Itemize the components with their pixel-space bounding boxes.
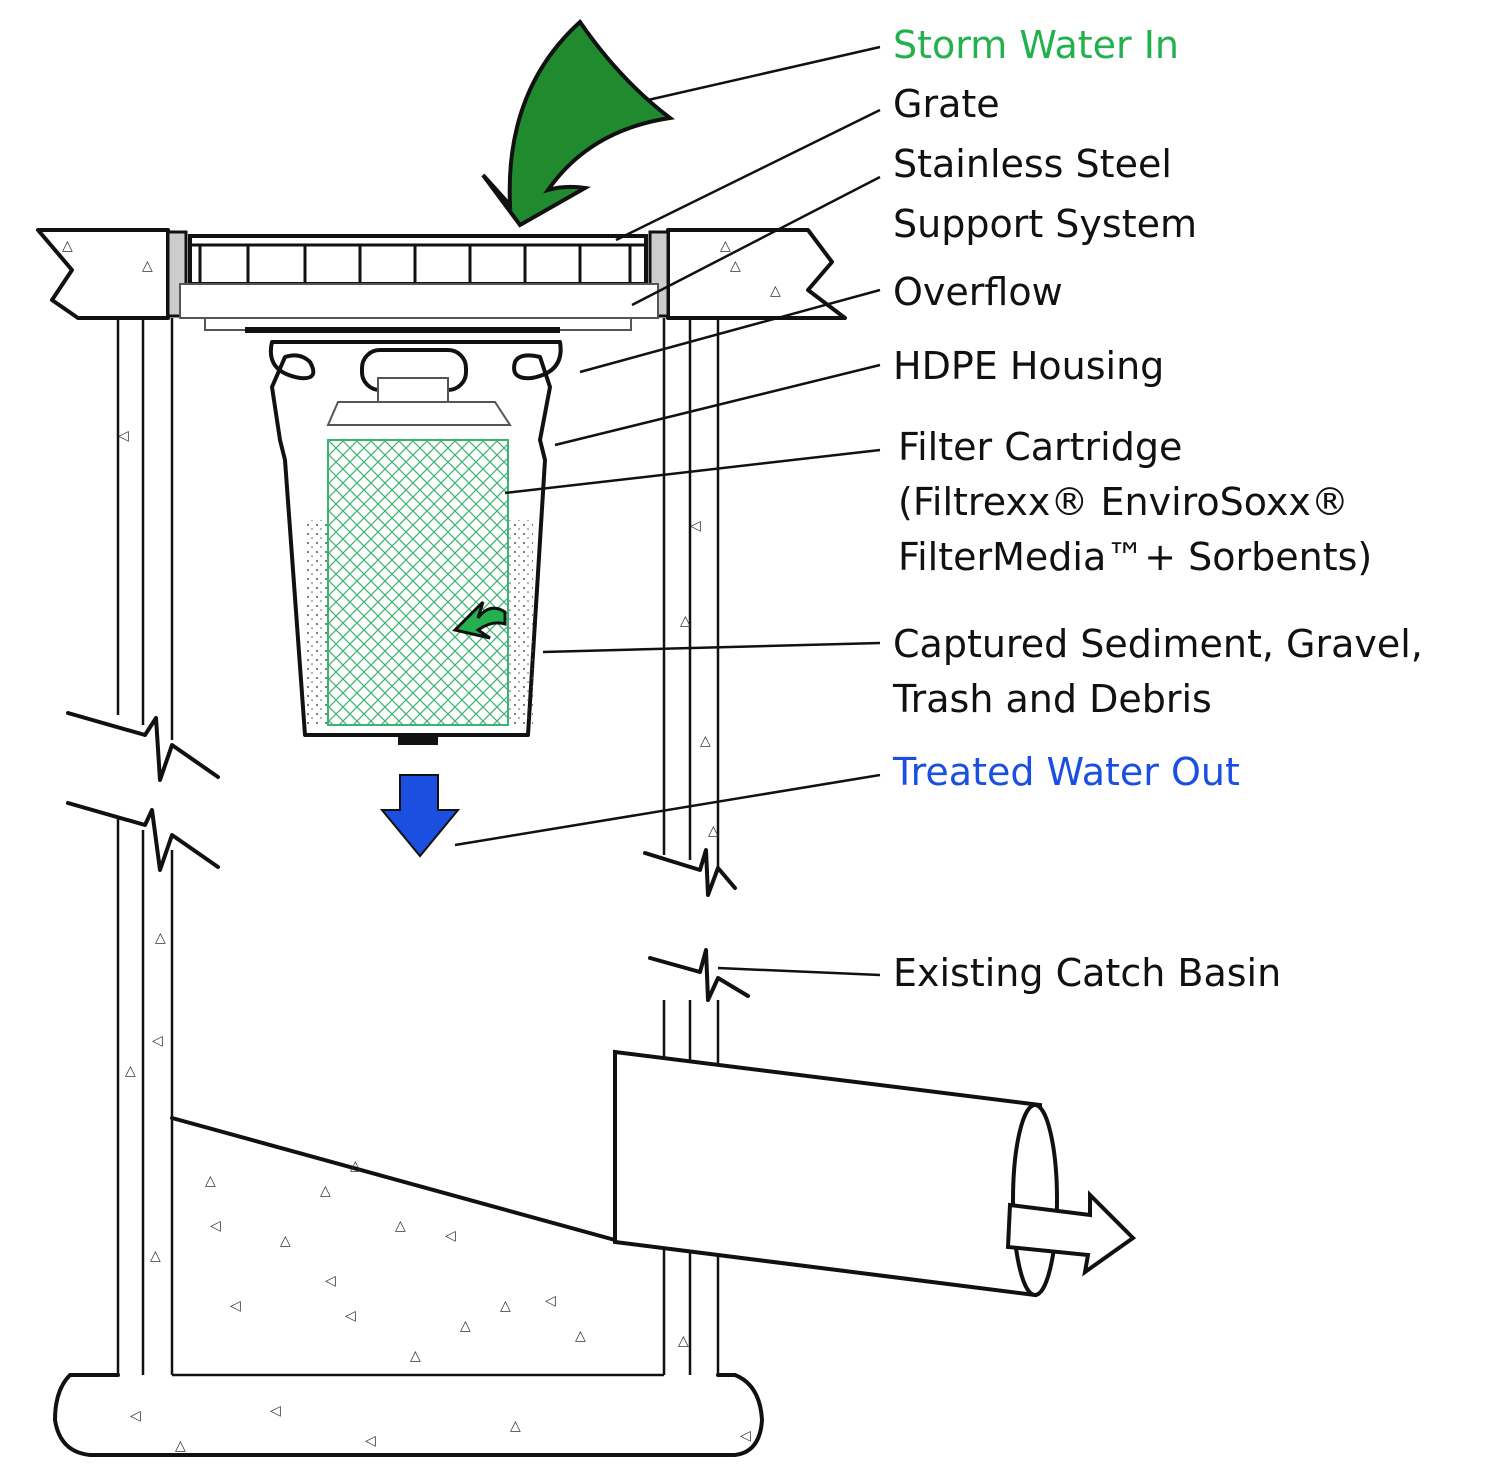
labels: Storm Water In Grate Stainless Steel Sup… xyxy=(892,23,1423,995)
label-support-line1: Stainless Steel xyxy=(893,142,1172,186)
label-support-line2: Support System xyxy=(893,202,1197,246)
svg-text:◁: ◁ xyxy=(445,1228,456,1244)
svg-text:△: △ xyxy=(510,1418,521,1434)
treated-water-out-arrow xyxy=(379,774,461,858)
svg-text:◁: ◁ xyxy=(210,1218,221,1234)
label-captured-line1: Captured Sediment, Gravel, xyxy=(893,622,1423,666)
basin-wall-left: ◁ △ △ △ ◁ xyxy=(66,318,220,1375)
svg-text:◁: ◁ xyxy=(270,1403,281,1419)
label-overflow: Overflow xyxy=(893,270,1063,314)
svg-text:△: △ xyxy=(708,823,719,839)
svg-text:◁: ◁ xyxy=(345,1308,356,1324)
svg-text:△: △ xyxy=(125,1063,136,1079)
svg-text:△: △ xyxy=(678,1333,689,1349)
grate xyxy=(188,234,648,286)
svg-text:△: △ xyxy=(410,1348,421,1364)
svg-text:△: △ xyxy=(700,733,711,749)
svg-text:△: △ xyxy=(730,258,741,274)
svg-text:△: △ xyxy=(280,1233,291,1249)
svg-text:◁: ◁ xyxy=(545,1293,556,1309)
svg-text:△: △ xyxy=(150,1248,161,1264)
label-filter-line3: FilterMedia™+ Sorbents) xyxy=(898,535,1372,579)
outlet-pipe xyxy=(613,1049,1137,1298)
svg-text:◁: ◁ xyxy=(118,428,129,444)
label-storm-water-in: Storm Water In xyxy=(893,23,1179,67)
svg-text:◁: ◁ xyxy=(230,1298,241,1314)
label-filter-line2: (Filtrexx® EnviroSoxx® xyxy=(898,480,1349,524)
svg-text:△: △ xyxy=(320,1183,331,1199)
svg-text:◁: ◁ xyxy=(365,1433,376,1449)
svg-text:◁: ◁ xyxy=(130,1408,141,1424)
label-catch-basin: Existing Catch Basin xyxy=(893,951,1281,995)
svg-text:△: △ xyxy=(142,258,153,274)
support-system xyxy=(179,283,659,333)
svg-text:△: △ xyxy=(770,283,781,299)
svg-text:△: △ xyxy=(720,238,731,254)
label-captured-line2: Trash and Debris xyxy=(892,677,1212,721)
svg-text:◁: ◁ xyxy=(690,518,701,534)
svg-text:△: △ xyxy=(680,613,691,629)
svg-text:◁: ◁ xyxy=(740,1428,751,1444)
svg-text:△: △ xyxy=(575,1328,586,1344)
filter-cartridge xyxy=(305,377,533,726)
svg-text:△: △ xyxy=(62,238,73,254)
svg-text:△: △ xyxy=(175,1438,186,1454)
storm-water-in-arrow xyxy=(481,18,675,228)
svg-text:△: △ xyxy=(395,1218,406,1234)
svg-text:◁: ◁ xyxy=(325,1273,336,1289)
label-treated-water-out: Treated Water Out xyxy=(892,750,1240,794)
label-hdpe-housing: HDPE Housing xyxy=(893,344,1164,388)
label-filter-line1: Filter Cartridge xyxy=(898,425,1182,469)
svg-text:◁: ◁ xyxy=(152,1033,163,1049)
svg-text:△: △ xyxy=(155,930,166,946)
svg-text:△: △ xyxy=(350,1158,361,1174)
leader-lines xyxy=(454,45,881,977)
svg-text:△: △ xyxy=(500,1298,511,1314)
label-grate: Grate xyxy=(893,82,1000,126)
svg-text:△: △ xyxy=(460,1318,471,1334)
svg-text:△: △ xyxy=(205,1173,216,1189)
